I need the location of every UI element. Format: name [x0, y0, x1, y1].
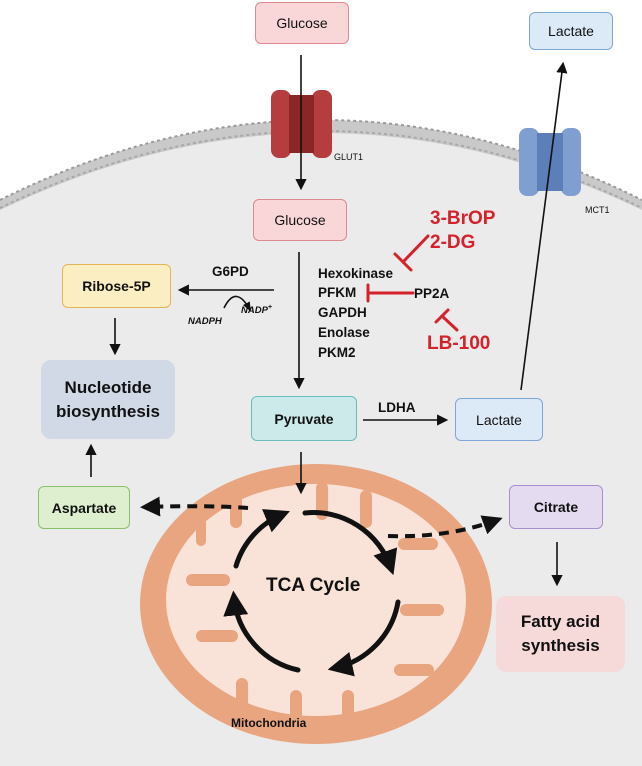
hexokinase-label: Hexokinase [318, 266, 394, 281]
glut1-label: GLUT1 [334, 152, 364, 162]
dashed-arrows [140, 496, 503, 539]
tca-cycle-arrows [223, 509, 401, 677]
nucleotide-biosynthesis: Nucleotide biosynthesis [41, 360, 175, 439]
pkm2-label: PKM2 [318, 345, 356, 360]
nadp-label: NADP+ [241, 304, 272, 316]
nucleotide-line-2: biosynthesis [56, 401, 160, 421]
pyruvate: Pyruvate [251, 396, 357, 441]
ribose-5p: Ribose-5P [62, 264, 171, 308]
lactate-intracellular: Lactate [455, 398, 543, 441]
nadph-label: NADPH [188, 316, 222, 327]
tca-cycle-label: TCA Cycle [266, 575, 361, 596]
nadp-superscript: + [267, 304, 273, 311]
fatty-acid-synthesis: Fatty acid synthesis [496, 596, 625, 672]
enolase-label: Enolase [318, 325, 370, 340]
pp2a-label: PP2A [414, 286, 450, 301]
fatty-line-2: synthesis [521, 636, 600, 655]
mitochondria-label: Mitochondria [231, 716, 307, 730]
fatty-line-1: Fatty acid [520, 612, 601, 631]
citrate: Citrate [509, 485, 603, 529]
lactate-extracellular: Lactate [529, 12, 613, 50]
mct1-label: MCT1 [585, 205, 610, 215]
mct1-transporter [519, 128, 581, 196]
aspartate: Aspartate [38, 486, 130, 529]
inhibitor-lb-100: LB-100 [427, 333, 491, 354]
gapdh-label: GAPDH [318, 305, 367, 320]
nucleotide-line-1: Nucleotide [64, 377, 152, 397]
cristae [166, 484, 466, 716]
inhibition-lines [366, 234, 459, 332]
pfkm-label: PFKM [318, 285, 357, 300]
inhibitor-3-brop: 3-BrOP [430, 208, 496, 229]
flux-arrows [85, 55, 568, 587]
ldha-label: LDHA [378, 400, 416, 415]
cristae-folds [186, 482, 444, 726]
g6pd-label: G6PD [212, 264, 249, 279]
glucose-intracellular: Glucose [253, 199, 347, 241]
inhibitor-2-dg: 2-DG [430, 232, 476, 253]
glucose-extracellular: Glucose [255, 2, 349, 44]
nadp-text: NADP [241, 305, 268, 317]
